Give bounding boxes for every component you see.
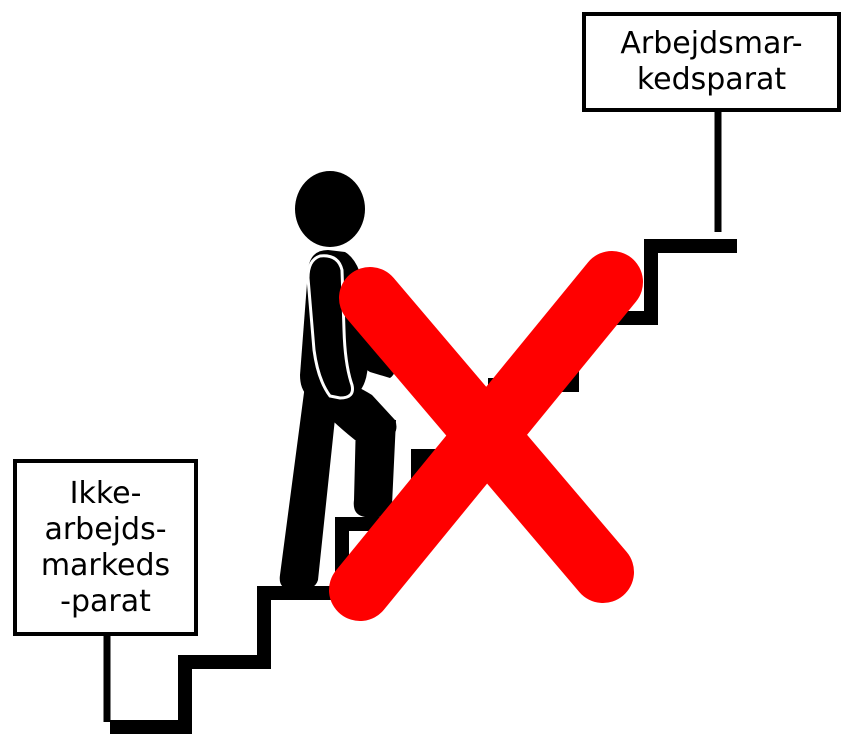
sign-left-line-4: -parat bbox=[60, 583, 151, 619]
sign-left-line-3: markeds bbox=[40, 547, 171, 583]
red-x-cross-icon bbox=[329, 251, 643, 621]
sign-ikke-arbejdsmarkedsparat: Ikke- arbejds- markeds -parat bbox=[13, 459, 198, 636]
sign-right-line-1: Arbejdsmar- bbox=[620, 26, 803, 61]
sign-arbejdsmarkedsparat: Arbejdsmar- kedsparat bbox=[582, 12, 841, 112]
sign-right-line-2: kedsparat bbox=[636, 62, 787, 97]
sign-left-line-1: Ikke- bbox=[69, 475, 142, 511]
sign-left-line-2: arbejds- bbox=[44, 511, 167, 547]
